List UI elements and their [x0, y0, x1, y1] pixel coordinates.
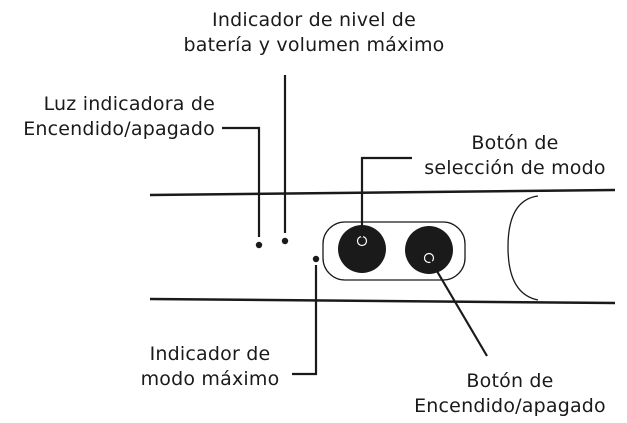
power-button-label-line-1: Botón de	[466, 370, 554, 392]
battery-indicator-label-line-1: Indicador de nivel de	[212, 9, 416, 31]
power-button-label: Botón de Encendido/apagado	[405, 369, 615, 419]
battery-indicator-label-line-2: batería y volumen máximo	[183, 34, 445, 56]
power-light-dot	[255, 241, 263, 249]
mode-button-center	[356, 235, 368, 247]
button-panel	[322, 221, 466, 281]
device-top-edge	[149, 188, 616, 197]
max-mode-leader	[292, 265, 318, 376]
power-light-leader	[222, 126, 261, 237]
device-end-cap	[507, 195, 539, 301]
power-button-label-line-2: Encendido/apagado	[414, 395, 606, 417]
power-light-label-line-1: Luz indicadora de	[43, 93, 215, 115]
max-mode-indicator-label: Indicador de modo máximo	[135, 342, 285, 392]
power-light-label-line-2: Encendido/apagado	[23, 118, 215, 140]
mode-button-leader	[360, 156, 412, 237]
power-button-leader	[430, 260, 488, 357]
device-bottom-edge	[149, 297, 616, 305]
power-button-center	[423, 252, 435, 264]
mode-button-label: Botón de selección de modo	[410, 131, 620, 181]
max-mode-indicator-label-line-2: modo máximo	[140, 368, 280, 390]
power-button[interactable]	[405, 226, 453, 274]
battery-indicator-label: Indicador de nivel de batería y volumen …	[164, 8, 464, 58]
mode-button[interactable]	[338, 225, 386, 273]
battery-indicator-dot	[281, 237, 289, 245]
max-mode-indicator-dot	[312, 255, 320, 263]
max-mode-indicator-label-line-1: Indicador de	[149, 343, 271, 365]
mode-button-label-line-1: Botón de	[471, 132, 559, 154]
mode-button-label-line-2: selección de modo	[424, 157, 606, 179]
power-light-label: Luz indicadora de Encendido/apagado	[0, 92, 215, 142]
